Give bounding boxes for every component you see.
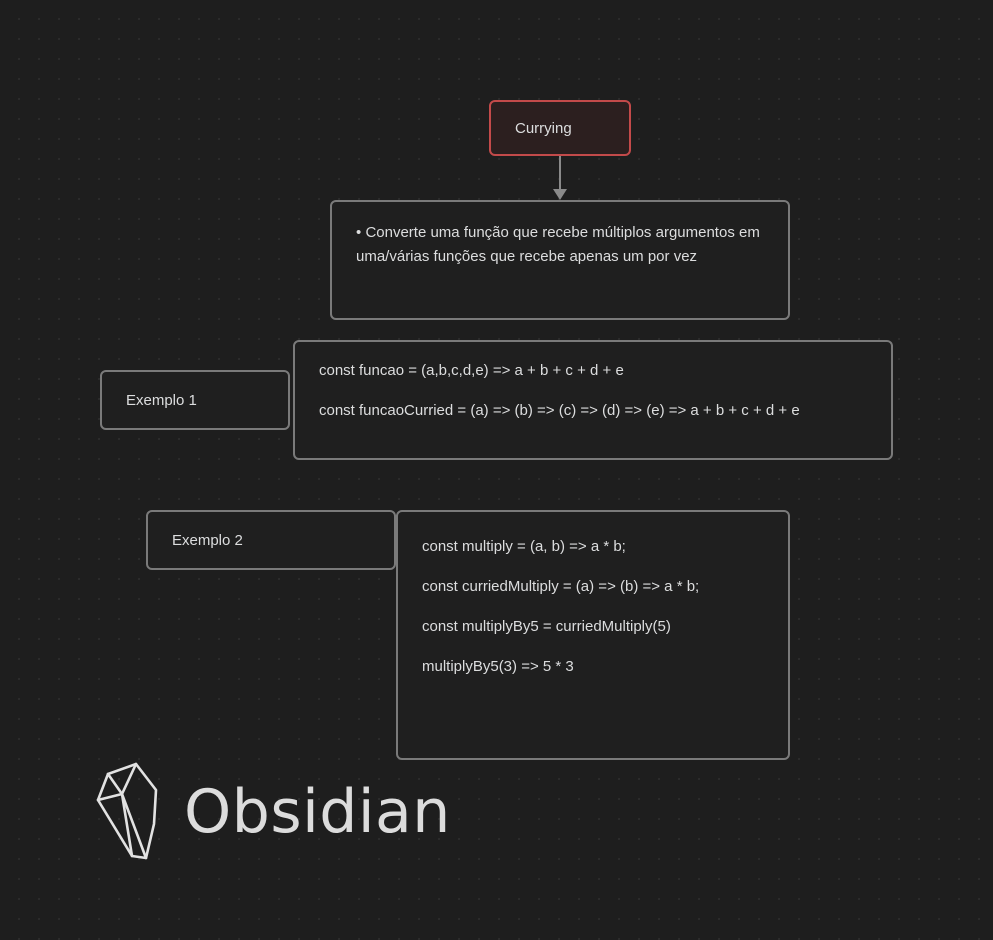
card-example-1-label-text: Exemplo 1 xyxy=(126,391,197,409)
card-currying[interactable]: Currying xyxy=(489,100,631,156)
code-line: const multiply = (a, b) => a * b; xyxy=(422,538,626,555)
bullet-marker: • xyxy=(356,224,362,241)
code-line: const funcaoCurried = (a) => (b) => (c) … xyxy=(319,402,800,419)
card-example-2-code[interactable]: const multiply = (a, b) => a * b; const … xyxy=(396,510,790,760)
card-example-1-label[interactable]: Exemplo 1 xyxy=(100,370,290,430)
card-currying-text: Currying xyxy=(515,119,572,137)
card-example-1-code[interactable]: const funcao = (a,b,c,d,e) => a + b + c … xyxy=(293,340,893,460)
card-example-2-label-text: Exemplo 2 xyxy=(172,531,243,549)
code-line: const multiplyBy5 = curriedMultiply(5) xyxy=(422,618,671,635)
obsidian-brand: Obsidian xyxy=(92,760,451,864)
definition-bullet-item: • Converte uma função que recebe múltipl… xyxy=(356,221,764,269)
code-line: const funcao = (a,b,c,d,e) => a + b + c … xyxy=(319,362,624,379)
card-definition[interactable]: • Converte uma função que recebe múltipl… xyxy=(330,200,790,320)
code-line: const curriedMultiply = (a) => (b) => a … xyxy=(422,578,700,595)
code-line: multiplyBy5(3) => 5 * 3 xyxy=(422,658,574,675)
obsidian-logo-icon xyxy=(96,762,158,860)
brand-name: Obsidian xyxy=(184,777,451,847)
definition-text: Converte uma função que recebe múltiplos… xyxy=(356,224,760,265)
card-example-2-label[interactable]: Exemplo 2 xyxy=(146,510,396,570)
edge-arrowhead xyxy=(553,189,567,200)
